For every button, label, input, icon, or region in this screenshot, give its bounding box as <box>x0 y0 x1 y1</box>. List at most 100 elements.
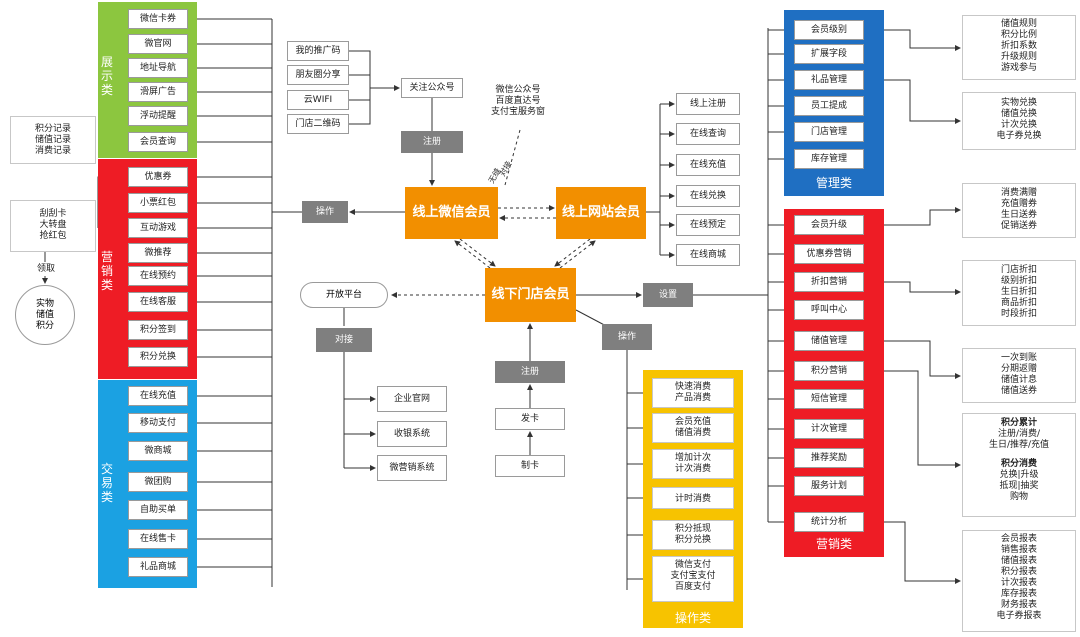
points-box: 积分累计 注册/消费/ 生日/推荐/充值 积分消费 兑换|升级 抵现|抽奖 购物 <box>962 413 1076 517</box>
channel-cloud-wifi[interactable]: 云WIFI <box>287 90 349 110</box>
operation-item[interactable]: 计时消费 <box>652 487 734 509</box>
open-platform[interactable]: 开放平台 <box>300 282 388 308</box>
online-item[interactable]: 在线查询 <box>676 123 740 145</box>
left-item-display[interactable]: 微信卡券 <box>128 9 188 29</box>
online-item[interactable]: 在线商城 <box>676 244 740 266</box>
reward-item: 实物 <box>35 299 54 309</box>
operation-item-line: 会员充值 <box>674 417 711 427</box>
system-wechat-marketing[interactable]: 微营销系统 <box>377 455 447 481</box>
left-item-marketing-left[interactable]: 在线客服 <box>128 292 188 312</box>
management-item[interactable]: 礼品管理 <box>794 70 864 90</box>
operate-left-box: 操作 <box>302 201 348 223</box>
left-item-marketing-left[interactable]: 互动游戏 <box>128 218 188 238</box>
left-item-marketing-left[interactable]: 优惠券 <box>128 167 188 187</box>
redeem-item: 储值兑换 <box>1000 109 1037 119</box>
marketing-right-item[interactable]: 服务计划 <box>794 476 864 496</box>
make-card[interactable]: 制卡 <box>495 455 565 477</box>
left-item-trade[interactable]: 移动支付 <box>128 413 188 433</box>
connector-line <box>454 240 491 269</box>
left-item-marketing-left[interactable]: 在线预约 <box>128 266 188 286</box>
left-item-marketing-left[interactable]: 微推荐 <box>128 243 188 263</box>
left-item-trade[interactable]: 微团购 <box>128 472 188 492</box>
record-item: 积分记录 <box>34 124 71 134</box>
marketing-right-item[interactable]: 会员升级 <box>794 215 864 235</box>
discount-item: 级别折扣 <box>1000 276 1037 286</box>
left-item-display[interactable]: 会员查询 <box>128 132 188 152</box>
account-item: 微信公众号 <box>495 85 541 95</box>
redeem-box: 实物兑换储值兑换计次兑换电子券兑换 <box>962 92 1076 150</box>
left-item-display[interactable]: 滑屏广告 <box>128 82 188 102</box>
gift-item: 充值赠券 <box>1000 199 1037 209</box>
follow-official-account[interactable]: 关注公众号 <box>401 78 463 98</box>
online-item[interactable]: 在线预定 <box>676 214 740 236</box>
management-item[interactable]: 扩展字段 <box>794 44 864 64</box>
marketing-right-item[interactable]: 呼叫中心 <box>794 300 864 320</box>
left-item-display[interactable]: 浮动提醒 <box>128 106 188 126</box>
rule-item: 游戏参与 <box>1000 63 1037 73</box>
left-item-trade[interactable]: 在线售卡 <box>128 529 188 549</box>
store-member-hub[interactable]: 线下门店会员 <box>485 268 576 322</box>
operation-item[interactable]: 微信支付支付宝支付百度支付 <box>652 556 734 602</box>
management-item[interactable]: 员工提成 <box>794 96 864 116</box>
system-enterprise-site[interactable]: 企业官网 <box>377 386 447 412</box>
points-spend-title: 积分消费 <box>1000 459 1037 469</box>
management-item[interactable]: 库存管理 <box>794 149 864 169</box>
operation-item-line: 储值消费 <box>674 428 711 438</box>
management-item[interactable]: 门店管理 <box>794 122 864 142</box>
gift-item: 消费满赠 <box>1000 188 1037 198</box>
dock-box: 对接 <box>316 328 372 352</box>
operation-item-line: 产品消费 <box>674 393 711 403</box>
connector-line <box>554 238 591 267</box>
online-item[interactable]: 在线兑换 <box>676 185 740 207</box>
points-accum-title: 积分累计 <box>1000 418 1037 428</box>
marketing-right-item[interactable]: 积分营销 <box>794 361 864 381</box>
management-panel-label: 管理类 <box>815 176 852 190</box>
connector-line <box>559 240 596 269</box>
left-item-marketing-left[interactable]: 积分签到 <box>128 320 188 340</box>
operation-item[interactable]: 增加计次计次消费 <box>652 449 734 479</box>
left-item-display[interactable]: 地址导航 <box>128 58 188 78</box>
marketing-right-item[interactable]: 短信管理 <box>794 389 864 409</box>
left-item-marketing-left[interactable]: 积分兑换 <box>128 347 188 367</box>
discount-item: 时段折扣 <box>1000 309 1037 319</box>
web-member-hub[interactable]: 线上网站会员 <box>556 187 646 239</box>
issue-card[interactable]: 发卡 <box>495 408 565 430</box>
marketing-right-item[interactable]: 优惠券营销 <box>794 244 864 264</box>
wechat-accounts-box: 微信公众号 百度直达号 支付宝服务窗 <box>474 77 562 127</box>
marketing-right-item[interactable]: 折扣营销 <box>794 272 864 292</box>
records-box: 积分记录 储值记录 消费记录 <box>10 116 96 164</box>
operation-item-line: 计次消费 <box>674 464 711 474</box>
marketing-right-panel <box>784 209 884 557</box>
operation-item[interactable]: 快速消费产品消费 <box>652 378 734 408</box>
left-item-trade[interactable]: 微商城 <box>128 441 188 461</box>
marketing-right-item[interactable]: 储值管理 <box>794 331 864 351</box>
online-item[interactable]: 在线充值 <box>676 154 740 176</box>
points-spend-line: 购物 <box>1009 492 1028 502</box>
left-item-trade[interactable]: 在线充值 <box>128 386 188 406</box>
stored-value-box: 一次到账分期返赠储值计息储值送券 <box>962 348 1076 403</box>
wechat-member-hub[interactable]: 线上微信会员 <box>405 187 498 239</box>
operation-item[interactable]: 会员充值储值消费 <box>652 413 734 443</box>
redeem-item: 计次兑换 <box>1000 120 1037 130</box>
system-cashier[interactable]: 收银系统 <box>377 421 447 447</box>
left-item-marketing-left[interactable]: 小票红包 <box>128 193 188 213</box>
discount-item: 门店折扣 <box>1000 265 1037 275</box>
report-item: 销售报表 <box>1000 545 1037 555</box>
register-top-box: 注册 <box>401 131 463 153</box>
left-item-trade[interactable]: 自助买单 <box>128 500 188 520</box>
marketing-right-item[interactable]: 推荐奖励 <box>794 448 864 468</box>
reward-item: 储值 <box>35 310 54 320</box>
marketing-right-item[interactable]: 统计分析 <box>794 512 864 532</box>
channel-moments-share[interactable]: 朋友圈分享 <box>287 65 349 85</box>
get-label: 领取 <box>36 264 55 274</box>
online-item[interactable]: 线上注册 <box>676 93 740 115</box>
left-item-trade[interactable]: 礼品商城 <box>128 557 188 577</box>
operation-item[interactable]: 积分抵现积分兑换 <box>652 520 734 550</box>
channel-promo-code[interactable]: 我的推广码 <box>287 41 349 61</box>
register-bottom-box: 注册 <box>495 361 565 383</box>
reward-circle: 实物 储值 积分 <box>15 285 75 345</box>
left-item-display[interactable]: 微官网 <box>128 34 188 54</box>
marketing-right-item[interactable]: 计次管理 <box>794 419 864 439</box>
management-item[interactable]: 会员级别 <box>794 20 864 40</box>
channel-store-qrcode[interactable]: 门店二维码 <box>287 114 349 134</box>
